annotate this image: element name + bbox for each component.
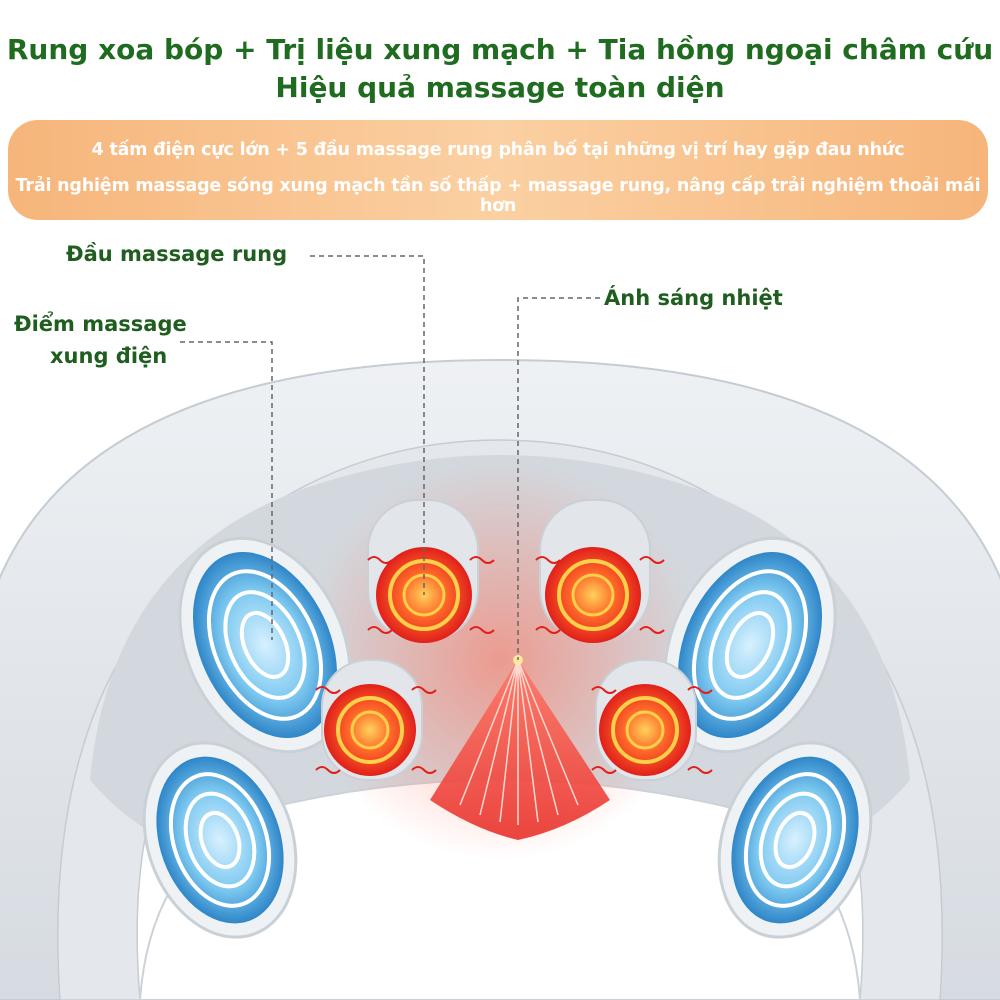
headline-subtitle: Hiệu quả massage toàn diện <box>275 71 725 104</box>
electrode-pad-upper-left <box>178 536 352 754</box>
leader-heat-light <box>517 297 600 660</box>
electrode-pad-lower-right <box>717 741 873 939</box>
banner-line-2: Trải nghiệm massage sóng xung mạch tần s… <box>15 176 981 216</box>
callout-pulse-point: Điểm massage xung điện <box>14 308 187 372</box>
vibration-head-bottom-right <box>591 659 713 781</box>
banner-line-1: 4 tấm điện cực lớn + 5 đầu massage rung … <box>91 140 905 160</box>
electrode-pad-upper-right <box>663 536 837 754</box>
heat-light-beam <box>430 655 610 840</box>
leader-pulse-point <box>180 341 273 640</box>
vibration-head-top-right <box>535 499 665 643</box>
callout-vibration-head: Đầu massage rung <box>66 242 288 266</box>
headline-title: Rung xoa bóp + Trị liệu xung mạch + Tia … <box>6 33 994 66</box>
callout-heat-light: Ánh sáng nhiệt <box>604 286 783 310</box>
vibration-head-bottom-left <box>315 659 437 781</box>
leader-lines <box>180 255 600 660</box>
callout-pulse-point-line2: xung điện <box>50 344 168 368</box>
electrode-pad-lower-left <box>142 741 298 939</box>
callout-pulse-point-line1: Điểm massage <box>14 312 187 336</box>
feature-banner: 4 tấm điện cực lớn + 5 đầu massage rung … <box>8 120 988 220</box>
leader-vibration-head <box>310 255 425 595</box>
